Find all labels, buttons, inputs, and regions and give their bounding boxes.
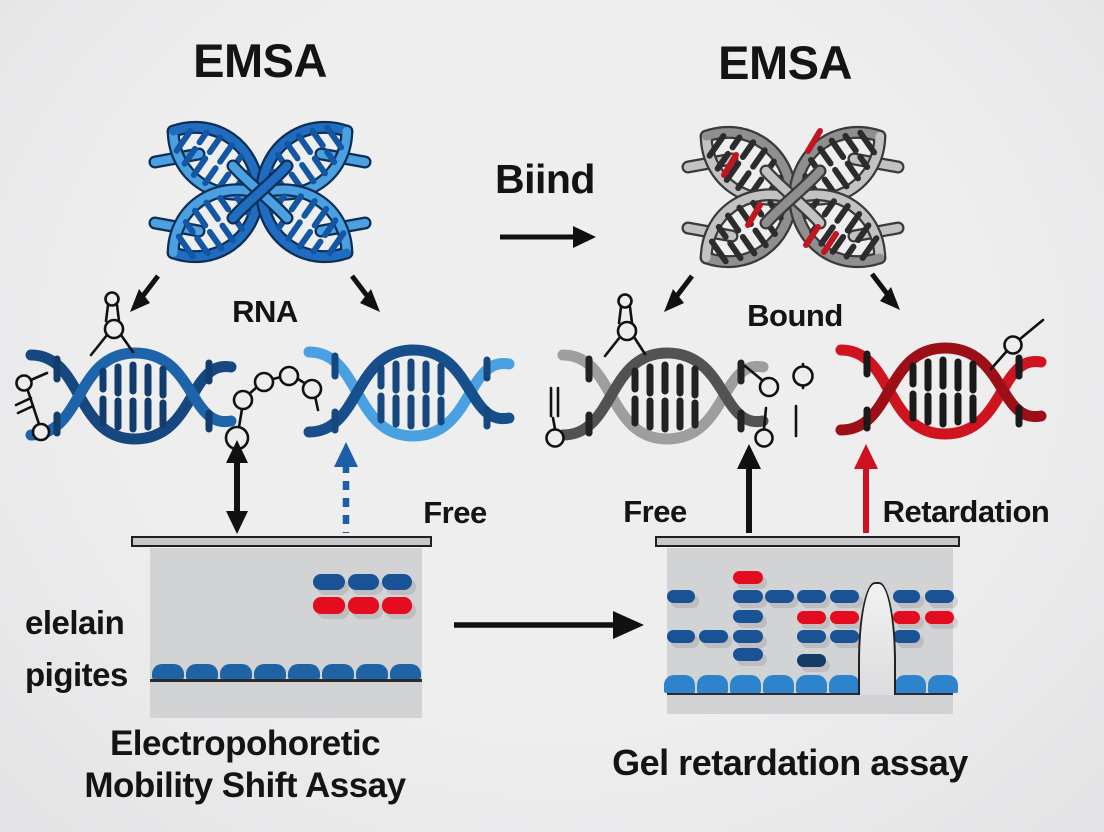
molecule-icon bbox=[545, 386, 565, 448]
gel-band bbox=[733, 648, 763, 661]
gel-row-label-1: elelain bbox=[25, 604, 125, 641]
molecule-icon bbox=[989, 318, 1045, 371]
left-caption-line2: Mobility Shift Assay bbox=[84, 766, 406, 805]
gel-band bbox=[313, 574, 345, 590]
gel-well-band bbox=[664, 675, 695, 693]
gel-well-band bbox=[288, 664, 320, 679]
free-label-right: Free bbox=[623, 494, 687, 529]
gel-well-band bbox=[697, 675, 728, 693]
down-left-arrow-icon bbox=[664, 274, 694, 312]
updown-arrow-icon bbox=[226, 440, 248, 534]
gel-band bbox=[893, 611, 920, 624]
free-label-left: Free bbox=[423, 495, 487, 530]
gel-well-band bbox=[322, 664, 354, 679]
gel-row-label-2: pigites bbox=[25, 656, 128, 693]
gel-band bbox=[765, 590, 794, 603]
down-right-arrow-icon bbox=[350, 274, 380, 312]
left-helix-row bbox=[14, 291, 515, 451]
gel-baseline bbox=[150, 679, 422, 682]
dashed-up-arrow-icon bbox=[334, 442, 358, 533]
left-title: EMSA bbox=[193, 34, 327, 87]
gel-well-band bbox=[895, 675, 926, 693]
gel-well-band bbox=[356, 664, 388, 679]
bind-label: Biind bbox=[495, 156, 595, 202]
gel-well-band bbox=[796, 675, 827, 693]
gel-band bbox=[667, 590, 695, 603]
gel-comb-bar bbox=[131, 536, 432, 547]
up-arrow-red-icon bbox=[854, 444, 878, 533]
gel-well-band bbox=[186, 664, 218, 679]
gel-well-band bbox=[928, 675, 958, 693]
gel-band bbox=[893, 630, 920, 643]
rna-chain-icon bbox=[224, 365, 323, 451]
gel-band bbox=[830, 590, 859, 603]
rna-label: RNA bbox=[232, 294, 298, 329]
gel-band bbox=[733, 571, 763, 584]
retardation-peak bbox=[858, 582, 896, 695]
gel-band bbox=[797, 611, 826, 624]
gel-baseline bbox=[667, 693, 953, 695]
left-caption-line1: Electropohoretic bbox=[109, 724, 381, 763]
gel-band bbox=[733, 630, 763, 643]
dna-cross-gray-icon bbox=[681, 105, 905, 290]
gel-comb-bar bbox=[655, 536, 960, 547]
gel-band bbox=[733, 590, 763, 603]
molecule-icon bbox=[743, 364, 780, 448]
down-left-arrow-icon bbox=[130, 274, 160, 312]
gel-band bbox=[925, 611, 954, 624]
gel-band bbox=[797, 590, 826, 603]
gel-band bbox=[348, 597, 379, 614]
right-helix-row bbox=[545, 293, 1065, 448]
molecule-icon bbox=[89, 291, 135, 357]
gel-band bbox=[313, 597, 345, 614]
gel-band bbox=[348, 574, 379, 590]
left-gel bbox=[150, 548, 422, 718]
down-right-arrow-icon bbox=[870, 272, 900, 310]
gel-band bbox=[830, 630, 859, 643]
molecule-icon bbox=[14, 371, 51, 442]
gel-band bbox=[797, 630, 826, 643]
gel-well-band bbox=[763, 675, 794, 693]
gel-band bbox=[733, 610, 763, 623]
right-title: EMSA bbox=[718, 36, 852, 89]
gel-band bbox=[382, 597, 412, 614]
transfer-arrow-icon bbox=[454, 611, 644, 639]
gel-well-band bbox=[254, 664, 286, 679]
molecule-icon bbox=[792, 362, 814, 438]
retardation-label: Retardation bbox=[882, 494, 1050, 529]
gel-well-band bbox=[829, 675, 860, 693]
gel-well-band bbox=[390, 664, 421, 679]
gel-band bbox=[699, 630, 728, 643]
gel-band bbox=[893, 590, 920, 603]
gel-well-band bbox=[220, 664, 252, 679]
gel-band bbox=[797, 654, 826, 667]
bound-label: Bound bbox=[747, 298, 843, 333]
right-caption: Gel retardation assay bbox=[612, 742, 968, 783]
gel-band bbox=[382, 574, 412, 590]
gel-band bbox=[925, 590, 954, 603]
gel-band bbox=[667, 630, 695, 643]
dna-cross-blue-icon bbox=[148, 100, 372, 285]
gel-well-band bbox=[730, 675, 761, 693]
gel-well-band bbox=[152, 664, 184, 679]
gel-band bbox=[830, 611, 859, 624]
up-arrow-black-icon bbox=[737, 444, 761, 533]
molecule-icon bbox=[603, 293, 647, 358]
